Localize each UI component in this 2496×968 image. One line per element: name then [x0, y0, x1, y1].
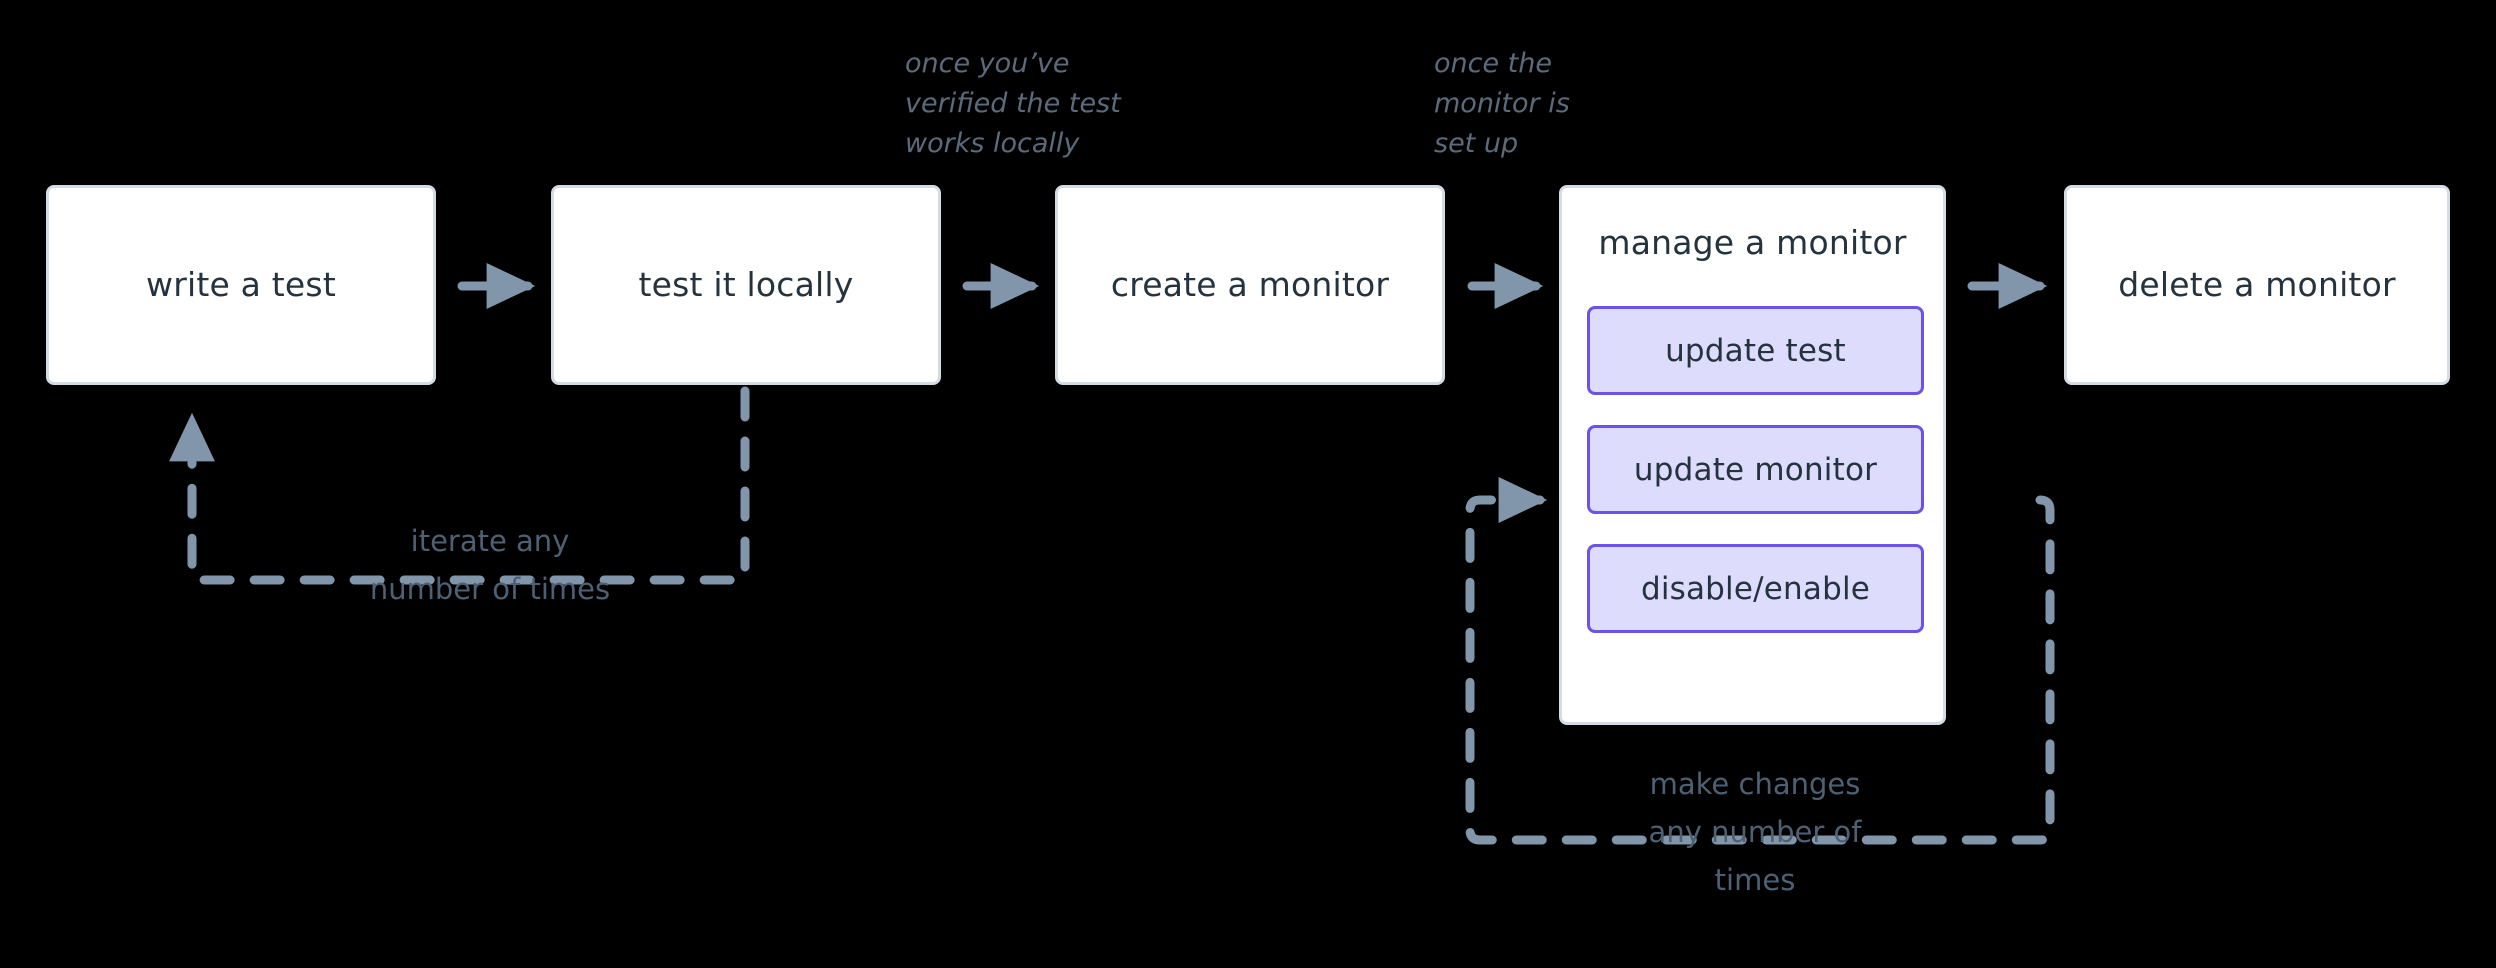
edge-label-make-changes: make changes any number of times	[1648, 767, 1862, 897]
node-write-a-test[interactable]: write a test	[46, 185, 436, 385]
sub-node-label-update-monitor: update monitor	[1633, 451, 1878, 488]
node-test-it-locally[interactable]: test it locally	[551, 185, 941, 385]
node-label-manage-a-monitor: manage a monitor	[1598, 223, 1907, 263]
sub-node-label-update-test: update test	[1665, 332, 1846, 369]
sub-node-disable-enable[interactable]: disable/enable	[1587, 544, 1924, 633]
manage-a-monitor-title: manage a monitor	[1562, 188, 1943, 298]
annotation-once-verified: once you’ve verified the test works loca…	[905, 48, 1121, 159]
annotation-once-setup: once the monitor is set up	[1434, 48, 1570, 159]
node-create-a-monitor[interactable]: create a monitor	[1055, 185, 1445, 385]
node-label-test-it-locally: test it locally	[638, 265, 854, 305]
sub-node-update-monitor[interactable]: update monitor	[1587, 425, 1924, 514]
node-manage-a-monitor[interactable]: manage a monitor update test update moni…	[1559, 185, 1946, 725]
node-label-delete-a-monitor: delete a monitor	[2118, 265, 2396, 305]
node-label-create-a-monitor: create a monitor	[1110, 265, 1390, 305]
sub-node-update-test[interactable]: update test	[1587, 306, 1924, 395]
edge-label-iterate: iterate any number of times	[369, 524, 611, 606]
manage-a-monitor-sub-list: update test update monitor disable/enabl…	[1587, 306, 1924, 633]
node-label-write-a-test: write a test	[146, 265, 336, 305]
node-delete-a-monitor[interactable]: delete a monitor	[2064, 185, 2450, 385]
sub-node-label-disable-enable: disable/enable	[1640, 570, 1871, 607]
